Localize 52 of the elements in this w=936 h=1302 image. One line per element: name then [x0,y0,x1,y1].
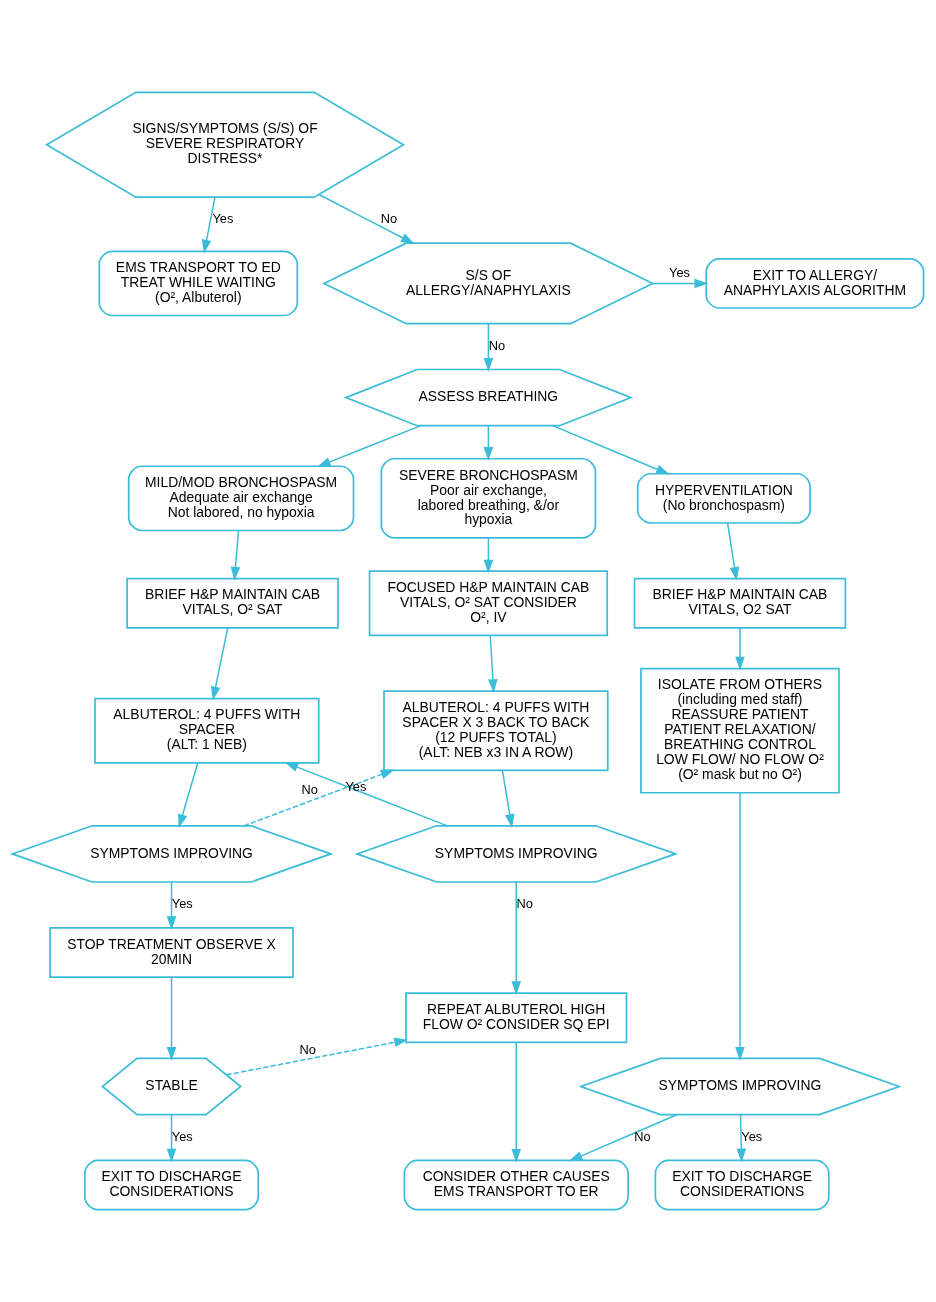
node-box: BRIEF H&P MAINTAIN CAB VITALS, O² SAT [126,577,339,629]
node-box: HYPERVENTILATION (No bronchospasm) [636,472,811,524]
arrow [201,196,216,254]
edge-label: Yes [212,211,234,227]
arrow [230,529,241,581]
edge-label: Yes [669,264,690,280]
arrow [501,769,515,828]
arrow [735,627,745,671]
arrow [552,424,670,475]
node-box: EXIT TO DISCHARGE CONSIDERATIONS [83,1159,260,1211]
arrow [511,881,522,996]
arrow [568,1113,679,1162]
node-box: ALBUTEROL: 4 PUFFS WITH SPACER (ALT: 1 NEB) [94,697,320,764]
arrow [243,769,395,827]
node-box: BRIEF H&P MAINTAIN CAB VITALS, O2 SAT [633,577,847,629]
edge-label: Yes [171,1128,193,1144]
arrow [483,424,494,461]
node-box: SEVERE BRONCHOSPASM Poor air exchange, labored breathing, &/or hypoxia [380,457,597,539]
edge-label: No [380,211,398,227]
node-box: EXIT TO ALLERGY/ ANAPHYLAXIS ALGORITHM [705,257,925,309]
edge-label: No [299,1041,316,1057]
arrow [210,627,229,701]
arrow [166,1114,177,1163]
arrow [652,278,709,289]
arrow [511,1041,522,1163]
node-box: FOCUSED H&P MAINTAIN CAB VITALS, O² SAT CONSIDER O², IV [368,570,609,637]
arrow [318,193,415,245]
node-box: EXIT TO DISCHARGE CONSIDERATIONS [654,1159,830,1211]
node-box: STOP TREATMENT OBSERVE X 20MIN [49,927,294,978]
node-box: CONSIDER OTHER CAUSES EMS TRANSPORT TO ER [403,1159,629,1211]
node-box: MILD/MOD BRONCHOSPASM Adequate air exchange Not labored, no hypoxia [127,465,355,532]
arrow [736,1114,747,1163]
node-box: EMS TRANSPORT TO ED TREAT WHILE WAITING (O², Albuterol) [98,250,299,317]
edge-label: No [488,337,506,353]
arrow [483,537,494,574]
arrow [726,522,740,581]
node-box: REPEAT ALBUTEROL HIGH FLOW O² CONSIDER SQ EPI [405,992,628,1044]
edge-label: Yes [171,896,193,912]
arrow [317,424,422,468]
arrow [166,976,177,1061]
arrow [284,762,449,827]
node-box: ISOLATE FROM OTHERS (including med staff) REASSURE PATIENT PATIENT RELAXATION/ BREATHING CONTROL LOW FLOW/ NO FLOW O² (O² mask but no O²) [640,667,840,794]
arrow [735,792,745,1061]
edge-label: No [301,782,319,798]
arrow [178,762,199,829]
arrow [483,322,494,372]
arrow [225,1037,408,1076]
node-box: ALBUTEROL: 4 PUFFS WITH SPACER X 3 BACK TO BACK (12 PUFFS TOTAL) (ALT: NEB x3 IN A ROW) [383,690,609,772]
arrow [488,634,498,693]
edge-label: No [634,1128,651,1144]
arrow [166,881,177,930]
edge-label: No [516,896,533,912]
